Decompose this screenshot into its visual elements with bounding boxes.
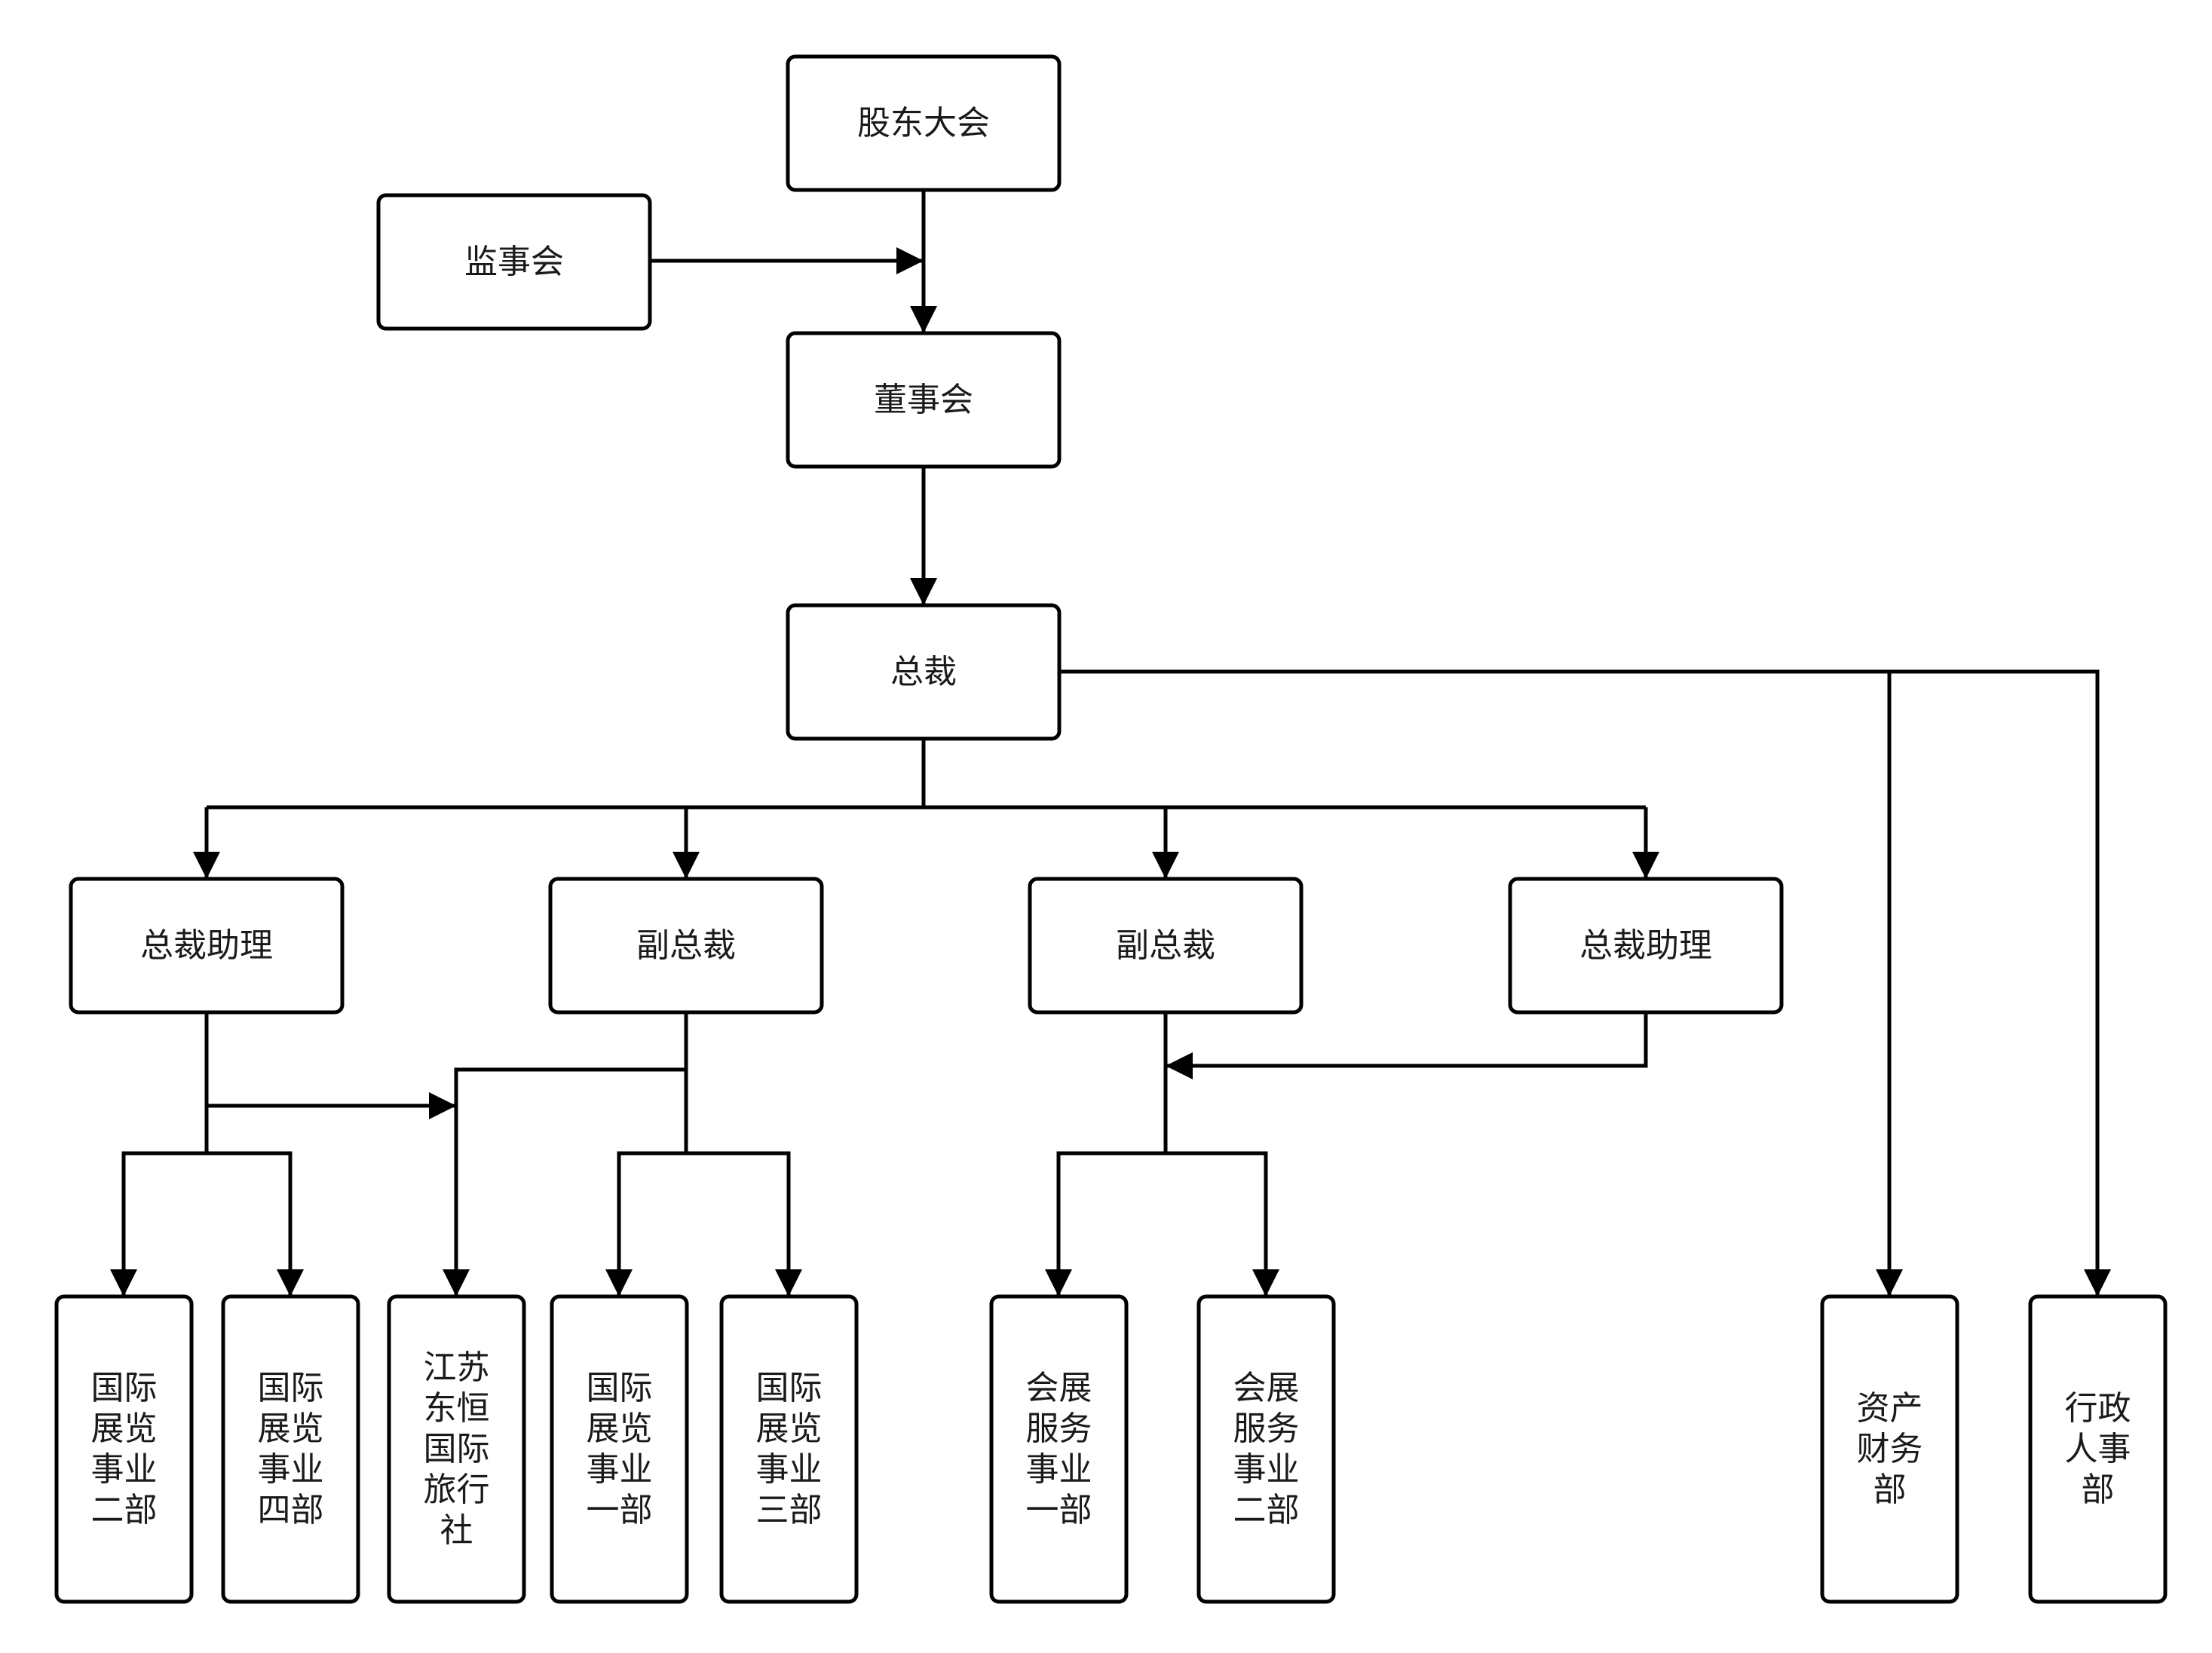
node-board: 董事会 [786,331,1062,469]
node-admin: 行政人事部 [2028,1294,2168,1604]
node-supervisors: 监事会 [376,193,652,331]
edge-vp-left-children [617,1151,791,1296]
node-label: 资产财务部 [1857,1389,1923,1509]
node-label: 股东大会 [857,104,990,142]
node-box [387,1294,526,1604]
node-label: 总裁助理 [140,926,273,965]
node-box [719,1294,859,1604]
node-box [1820,1294,1959,1604]
node-expo1: 国际展览事业一部 [550,1294,689,1604]
node-label: 监事会 [464,243,564,281]
arrow-supervisors [896,247,924,274]
node-label: 江苏东恒国际旅行社 [424,1348,490,1550]
arrow-expo3 [775,1269,802,1296]
arrow-travel [443,1269,470,1296]
node-box [786,54,1062,192]
node-conv2: 会展服务事业二部 [1196,1294,1336,1604]
node-shareholders: 股东大会 [786,54,1062,192]
arrow-expo4 [277,1269,304,1296]
arrow-second-tier-3 [1632,852,1659,879]
arrow-second-tier-0 [193,852,220,879]
node-conv1: 会展服务事业一部 [989,1294,1129,1604]
node-box [989,1294,1129,1604]
edge-vp-left-travel [454,1067,686,1296]
connectors [110,190,2111,1296]
arrow-travel-from-assistant [429,1092,456,1119]
arrow-president [910,578,937,605]
arrow-merge [1166,1052,1193,1079]
arrow-admin [2084,1269,2111,1296]
node-label: 国际展览事业四部 [258,1369,324,1529]
node-box [548,877,824,1015]
arrow-board [910,306,937,333]
node-vp-left: 副总裁 [548,877,824,1015]
arrow-expo2 [110,1269,137,1296]
node-vp-right: 副总裁 [1028,877,1304,1015]
node-expo4: 国际展览事业四部 [221,1294,360,1604]
arrow-conv1 [1045,1269,1072,1296]
node-travel: 江苏东恒国际旅行社 [387,1294,526,1604]
node-box [1028,877,1304,1015]
node-label: 董事会 [874,381,973,419]
node-assistant-left: 总裁助理 [69,877,345,1015]
node-box [1196,1294,1336,1604]
node-box [1508,877,1784,1015]
node-label: 总裁 [890,653,957,691]
node-label: 行政人事部 [2065,1389,2131,1509]
arrow-second-tier-2 [1152,852,1179,879]
edge-president-admin [1059,669,2100,1296]
node-finance: 资产财务部 [1820,1294,1959,1604]
node-label: 国际展览事业一部 [587,1369,653,1529]
node-box [69,877,345,1015]
node-label: 副总裁 [636,926,736,965]
edge-assistant-left-children [121,1151,293,1296]
node-president: 总裁 [786,603,1062,741]
node-expo2: 国际展览事业二部 [54,1294,194,1604]
node-label: 会展服务事业二部 [1233,1369,1300,1529]
node-box [221,1294,360,1604]
arrow-second-tier-1 [672,852,700,879]
arrow-conv2 [1252,1269,1279,1296]
arrow-finance [1876,1269,1903,1296]
node-box [786,331,1062,469]
arrow-expo1 [605,1269,633,1296]
node-assistant-right: 总裁助理 [1508,877,1784,1015]
node-label: 总裁助理 [1579,926,1712,965]
node-expo3: 国际展览事业三部 [719,1294,859,1604]
node-label: 国际展览事业二部 [91,1369,158,1529]
node-box [786,603,1062,741]
edge-assistant-right-merge [1166,1012,1648,1068]
node-box [376,193,652,331]
node-label: 副总裁 [1116,926,1215,965]
node-box [550,1294,689,1604]
node-box [2028,1294,2168,1604]
node-label: 国际展览事业三部 [756,1369,823,1529]
node-label: 会展服务事业一部 [1026,1369,1092,1529]
edge-vp-right-children [1056,1151,1268,1296]
node-box [54,1294,194,1604]
